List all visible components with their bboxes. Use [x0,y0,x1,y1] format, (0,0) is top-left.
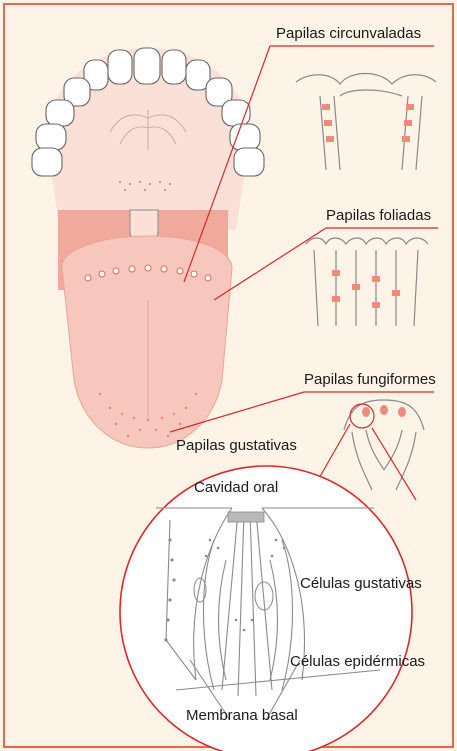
label-papilas-foliadas: Papilas foliadas [326,208,431,223]
label-celulas-gustativas: Células gustativas [300,576,422,591]
label-papilas-gustativas: Papilas gustativas [176,438,297,453]
label-celulas-epidermicas: Células epidérmicas [290,654,425,669]
label-papilas-circunvaladas: Papilas circunvaladas [276,26,421,41]
label-papilas-fungiformes: Papilas fungiformes [304,372,436,387]
label-cavidad-oral: Cavidad oral [194,480,278,495]
label-membrana-basal: Membrana basal [186,708,298,723]
